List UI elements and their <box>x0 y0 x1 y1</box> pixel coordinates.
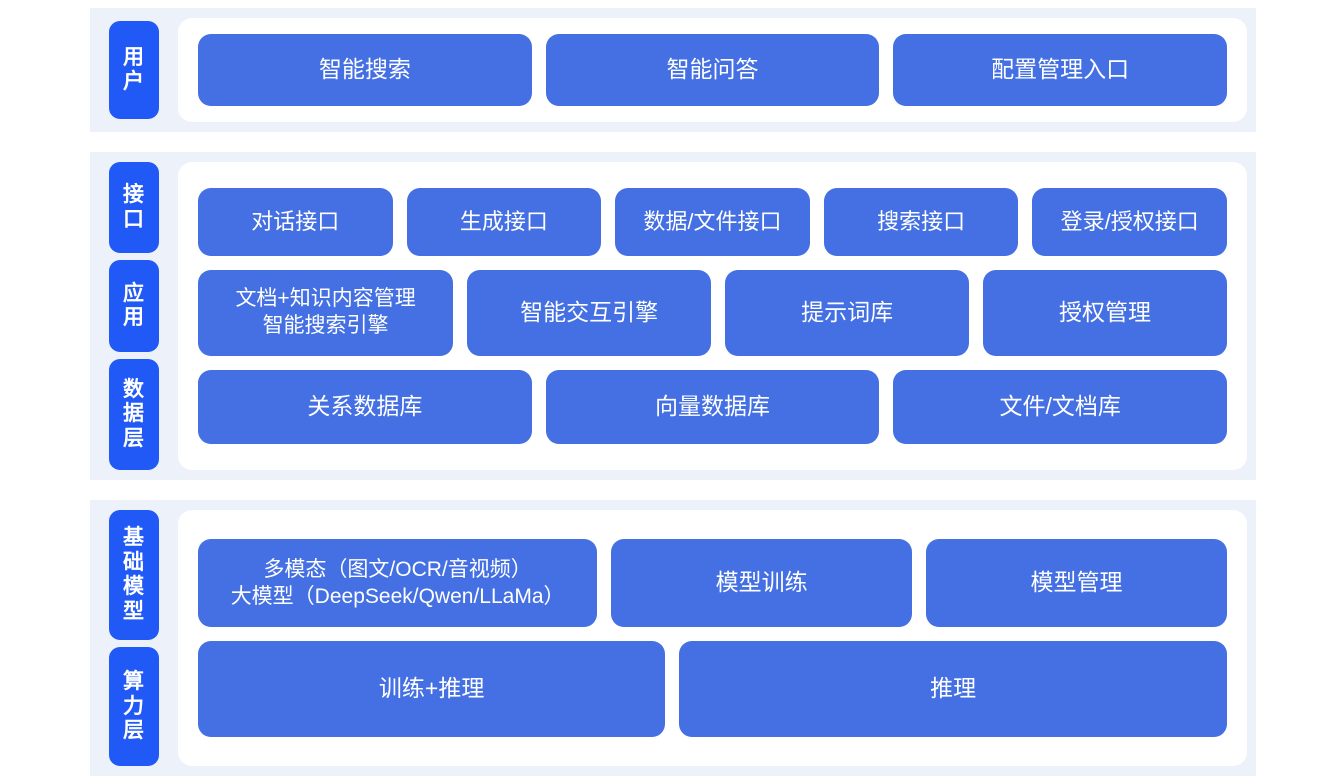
box-data-file-api[interactable]: 数据/文件接口 <box>615 188 810 256</box>
layer-tab-application[interactable]: 应用 <box>109 260 159 352</box>
card-foundation-layers: 多模态（图文/OCR/音视频） 大模型（DeepSeek/Qwen/LLaMa）… <box>178 510 1247 766</box>
box-interaction-engine[interactable]: 智能交互引擎 <box>467 270 712 356</box>
layer-tab-data[interactable]: 数据层 <box>109 358 159 471</box>
box-dialogue-api[interactable]: 对话接口 <box>198 188 393 256</box>
box-prompt-library[interactable]: 提示词库 <box>725 270 970 356</box>
box-file-document-store[interactable]: 文件/文档库 <box>893 370 1228 444</box>
box-authorization-management[interactable]: 授权管理 <box>983 270 1227 356</box>
section-user-layer: 用户 智能搜索 智能问答 配置管理入口 <box>90 8 1256 132</box>
tab-rail-platform: 接口 应用 数据层 <box>90 152 178 480</box>
box-vector-database[interactable]: 向量数据库 <box>545 370 880 444</box>
row-application-modules: 文档+知识内容管理 智能搜索引擎 智能交互引擎 提示词库 授权管理 <box>198 270 1227 356</box>
section-platform-layers: 接口 应用 数据层 对话接口 生成接口 数据/文件接口 搜索接口 登录/授权接口… <box>90 152 1256 480</box>
layer-tab-interface[interactable]: 接口 <box>109 162 159 254</box>
layer-tab-compute[interactable]: 算力层 <box>109 647 159 766</box>
layer-tab-user[interactable]: 用户 <box>109 21 159 119</box>
card-platform-layers: 对话接口 生成接口 数据/文件接口 搜索接口 登录/授权接口 文档+知识内容管理… <box>178 162 1247 470</box>
box-login-auth-api[interactable]: 登录/授权接口 <box>1032 188 1227 256</box>
box-inference[interactable]: 推理 <box>679 641 1227 737</box>
box-multimodal-large-model[interactable]: 多模态（图文/OCR/音视频） 大模型（DeepSeek/Qwen/LLaMa） <box>198 539 598 627</box>
layer-tab-foundation-model[interactable]: 基础模型 <box>109 510 159 641</box>
row-data-stores: 关系数据库 向量数据库 文件/文档库 <box>198 370 1228 444</box>
row-compute-modules: 训练+推理 推理 <box>198 641 1227 737</box>
tab-rail-user: 用户 <box>90 8 178 132</box>
box-training-plus-inference[interactable]: 训练+推理 <box>198 641 666 737</box>
box-relational-database[interactable]: 关系数据库 <box>198 370 532 444</box>
box-model-management[interactable]: 模型管理 <box>926 539 1227 627</box>
box-doc-knowledge-management[interactable]: 文档+知识内容管理 智能搜索引擎 <box>198 270 454 356</box>
box-smart-search[interactable]: 智能搜索 <box>198 34 532 106</box>
box-smart-qa[interactable]: 智能问答 <box>545 34 880 106</box>
box-model-training[interactable]: 模型训练 <box>611 539 913 627</box>
row-model-modules: 多模态（图文/OCR/音视频） 大模型（DeepSeek/Qwen/LLaMa）… <box>198 539 1227 627</box>
tab-rail-foundation: 基础模型 算力层 <box>90 500 178 776</box>
card-user-layer: 智能搜索 智能问答 配置管理入口 <box>178 18 1247 122</box>
box-search-api[interactable]: 搜索接口 <box>823 188 1019 256</box>
box-config-management-entry[interactable]: 配置管理入口 <box>893 34 1228 106</box>
section-foundation-layers: 基础模型 算力层 多模态（图文/OCR/音视频） 大模型（DeepSeek/Qw… <box>90 500 1256 776</box>
row-user-entries: 智能搜索 智能问答 配置管理入口 <box>198 34 1228 106</box>
box-generation-api[interactable]: 生成接口 <box>406 188 602 256</box>
row-interface-apis: 对话接口 生成接口 数据/文件接口 搜索接口 登录/授权接口 <box>198 188 1227 256</box>
